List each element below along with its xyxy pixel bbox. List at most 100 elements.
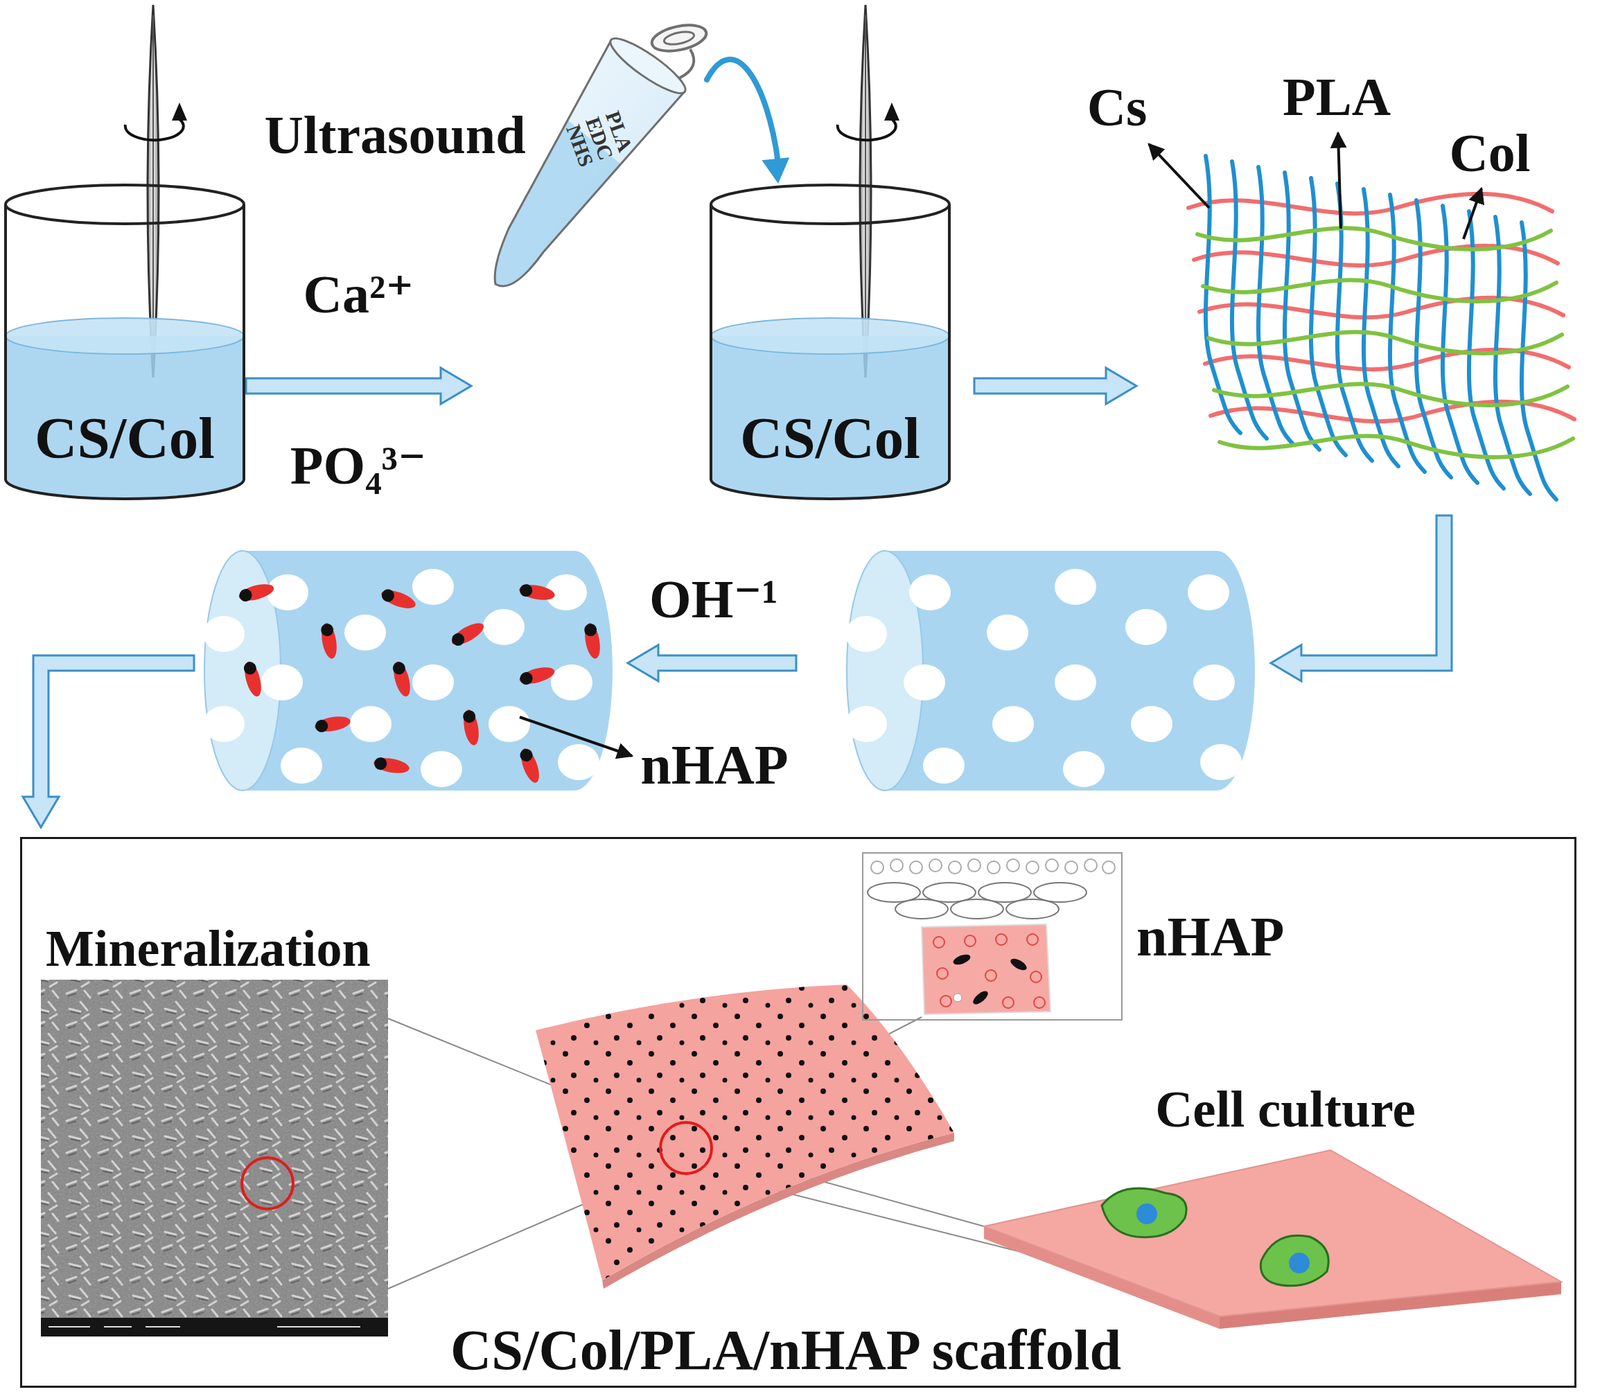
- mineralized-cylinder-part-part-part: [242, 661, 258, 677]
- mineralized-cylinder-part-part-part: [517, 664, 556, 688]
- nhap-inset-part: [953, 993, 962, 1002]
- polymer-network: [1188, 155, 1575, 500]
- beaker-outline-part: [5, 336, 244, 499]
- polymer-network-part: [1208, 331, 1562, 354]
- mineralized-cylinder-part-part-part: [519, 583, 534, 599]
- polymer-network-part: [1202, 279, 1557, 302]
- mineralized-cylinder-part-part: [236, 581, 276, 605]
- pour-arrow-line: [706, 59, 779, 163]
- nhap-inset-part-part: [867, 882, 921, 903]
- flow-arrow: [706, 59, 790, 184]
- inset-box: nHAP: [862, 852, 1123, 1021]
- nhap-inset-part-part: [1102, 861, 1115, 874]
- mineralized-cylinder-part-part-part: [319, 622, 340, 661]
- inset-heading: nHAP: [1136, 906, 1285, 968]
- sem-image-part: [40, 979, 389, 1337]
- nhap-inset-part-part: [950, 899, 1004, 919]
- mineralized-cylinder-part-part-part: [313, 714, 353, 735]
- beaker: CS/Col: [708, 183, 952, 501]
- nhap-inset-part-part: [922, 882, 976, 903]
- nhap-inset-part-part: [978, 882, 1032, 903]
- plate-heading: Cell culture: [1155, 1080, 1416, 1139]
- mineralized-cylinder-part-part-part: [390, 659, 414, 698]
- nhap-inset-part-part: [929, 859, 942, 872]
- mineralized-cylinder-part-part-part: [372, 755, 411, 777]
- nhap-inset-part: [933, 934, 1045, 1009]
- centrifuge-tube-outline-part: [679, 49, 694, 79]
- scaffold-sheet: [535, 984, 955, 1289]
- centrifuge-tube: PLA EDC NHS: [471, 17, 707, 406]
- annotation-label: nHAP: [640, 734, 788, 796]
- mineralized-cylinder-part-part-part: [448, 618, 487, 649]
- nhap-inset-part-part: [1002, 997, 1014, 1009]
- nhap-inset: [867, 859, 1115, 1015]
- mineralized-cylinder-part-part: [372, 755, 411, 777]
- nhap-inset-part-part: [952, 952, 973, 967]
- mineralized-cylinder-part-part-part: [379, 587, 396, 604]
- nhap-inset-part-part: [871, 861, 884, 874]
- scaffold-sheet-part: [535, 984, 955, 1281]
- mineralized-cylinder-part-part: [390, 659, 414, 698]
- leader-arrow: [1148, 133, 1482, 240]
- nhap-inset-part-part: [1026, 861, 1039, 874]
- beaker-outline-part: [710, 185, 950, 224]
- mineralized-cylinder-part: [236, 581, 603, 786]
- mineralized-cylinder-part-part-part: [519, 670, 535, 687]
- polymer-network-part: [1197, 227, 1551, 250]
- beaker-label: CS/Col: [34, 406, 215, 472]
- centrifuge-tube-outline: [471, 17, 707, 406]
- flow-arrow-body: [245, 367, 472, 404]
- stirrer-part: [171, 102, 188, 121]
- annotation-label: OH⁻¹: [649, 569, 779, 630]
- nhap-inset-part-part: [1030, 971, 1042, 983]
- culture-plate: Cell culture: [983, 1150, 1562, 1330]
- flow-arrow: [974, 367, 1137, 404]
- mineralized-cylinder-part-part-part: [236, 581, 276, 605]
- nhap-inset-part: [921, 924, 1051, 1015]
- mineralized-cylinder-part-part: [517, 664, 556, 688]
- nhap-inset-part-part: [936, 968, 948, 980]
- nhap-inset-part-part: [1045, 859, 1059, 872]
- flow-arrow: [245, 367, 472, 404]
- polymer-network-part: [1521, 222, 1557, 500]
- mineralized-cylinder-part-part-part: [518, 746, 535, 763]
- nhap-inset-part-part: [968, 859, 981, 872]
- mineralized-cylinder-part-part-part: [373, 756, 389, 772]
- leader-arrow: [519, 717, 632, 756]
- mineralized-cylinder-part-part-part: [314, 718, 330, 734]
- culture-plate-outline-part: [1101, 1188, 1187, 1238]
- edge-label: Ca²⁺: [303, 264, 415, 325]
- mineralized-cylinder-part-part: [518, 582, 557, 603]
- sem-image: [40, 979, 389, 1337]
- section-heading: Mineralization: [45, 920, 371, 978]
- annotation-label: Cs: [1087, 77, 1148, 138]
- beaker-outline-part: [5, 318, 244, 355]
- mineralized-cylinder-part-part-part: [462, 709, 477, 725]
- mineralized-cylinder-part: [203, 568, 600, 788]
- mineralized-cylinder-part-part: [313, 714, 353, 735]
- mineralized-cylinder-part-part: [379, 586, 418, 613]
- sem-image-part: [40, 979, 389, 1337]
- nhap-inset-part-part: [1084, 859, 1097, 872]
- mineralized-cylinder-part-part-part: [320, 622, 335, 638]
- mineralized-cylinder-part-part: [448, 618, 487, 649]
- sem-image-part: [40, 979, 389, 1318]
- leader-arrow-part: [1463, 188, 1482, 240]
- centrifuge-tube-outline-part: [663, 29, 696, 48]
- leader-arrow-part: [1338, 133, 1341, 229]
- nhap-inset-part-part: [1033, 997, 1045, 1009]
- mineralized-cylinder-part-part: [319, 622, 340, 661]
- porous-cylinder: [845, 550, 1255, 791]
- stirrer-part: [152, 15, 154, 366]
- mineralized-cylinder-part-part: [517, 746, 544, 786]
- mineralized-cylinder-part-part-part: [241, 659, 265, 698]
- arrowhead: [761, 157, 790, 184]
- culture-plate-outline-part: [1136, 1203, 1158, 1225]
- nhap-inset-part-part: [1008, 956, 1030, 973]
- polymer-network-part: [1219, 435, 1573, 458]
- flow-arrow: [1270, 515, 1452, 682]
- beaker-outline-part: [5, 204, 244, 499]
- nhap-inset-part-part: [964, 935, 976, 947]
- nhap-inset-part: [952, 952, 1030, 1007]
